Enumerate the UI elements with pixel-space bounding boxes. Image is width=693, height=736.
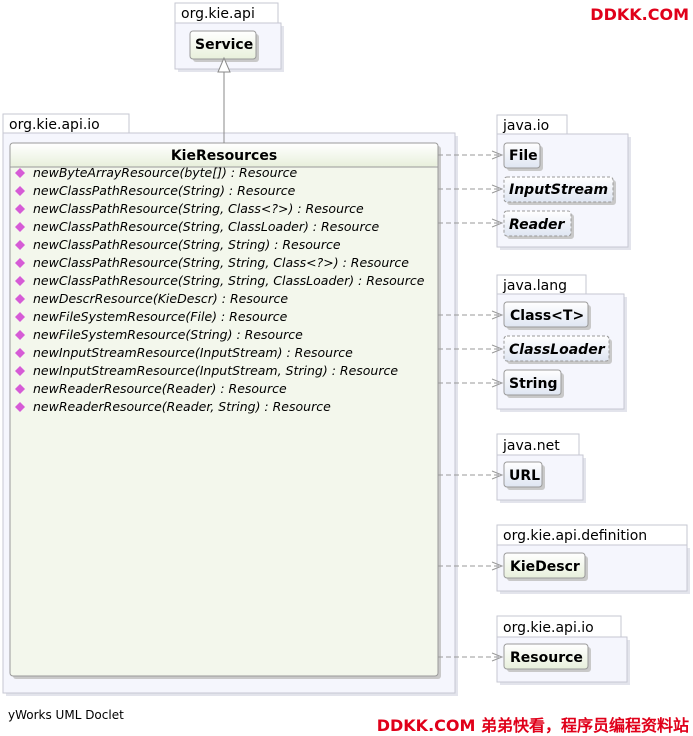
method-icon xyxy=(15,384,25,394)
package-org-kie-api-definition: org.kie.api.definition KieDescr xyxy=(496,524,690,594)
class-classloader[interactable]: ClassLoader xyxy=(503,335,612,364)
method-item[interactable]: newClassPathResource(String, String, Cla… xyxy=(33,273,425,288)
method-item[interactable]: newClassPathResource(String, String) : R… xyxy=(33,237,341,252)
method-item[interactable]: newInputStreamResource(InputStream) : Re… xyxy=(33,345,353,360)
package-label-org-kie-api: org.kie.api xyxy=(181,6,255,22)
method-item[interactable]: newClassPathResource(String) : Resource xyxy=(33,183,296,198)
method-icon xyxy=(15,258,25,268)
method-icon xyxy=(15,294,25,304)
method-item[interactable]: newReaderResource(Reader, String) : Reso… xyxy=(33,399,331,414)
generalization-edge xyxy=(217,56,231,143)
class-file[interactable]: File xyxy=(503,142,543,171)
method-icon xyxy=(15,240,25,250)
method-icon xyxy=(15,402,25,412)
method-item[interactable]: newClassPathResource(String, String, Cla… xyxy=(33,255,409,270)
method-icon xyxy=(15,348,25,358)
package-label-java-net: java.net xyxy=(502,438,560,454)
method-icon xyxy=(15,276,25,286)
class-kiedescr[interactable]: KieDescr xyxy=(503,552,588,581)
class-file-label: File xyxy=(509,148,538,164)
package-org-kie-api: org.kie.api Service xyxy=(174,2,284,72)
watermark-bottom: DDKK.COM 弟弟快看，程序员编程资料站 xyxy=(376,716,689,735)
class-service[interactable]: Service xyxy=(189,30,259,62)
package-label-java-io: java.io xyxy=(502,118,549,134)
method-item[interactable]: newInputStreamResource(InputStream, Stri… xyxy=(33,363,398,378)
class-reader-label: Reader xyxy=(509,217,566,233)
package-java-lang: java.lang Class<T> ClassLoader String xyxy=(496,274,627,412)
method-item[interactable]: newFileSystemResource(File) : Resource xyxy=(33,309,288,324)
package-org-kie-api-io-right: org.kie.api.io Resource xyxy=(496,615,630,685)
class-resource[interactable]: Resource xyxy=(503,643,591,672)
class-service-label: Service xyxy=(195,37,253,53)
method-icon xyxy=(15,366,25,376)
method-icon xyxy=(15,186,25,196)
method-item[interactable]: newClassPathResource(String, Class<?>) :… xyxy=(33,201,364,216)
class-inputstream[interactable]: InputStream xyxy=(503,176,616,205)
footer-label: yWorks UML Doclet xyxy=(8,708,124,722)
class-resource-label: Resource xyxy=(510,650,583,666)
package-label-org-kie-api-io-right: org.kie.api.io xyxy=(503,620,594,636)
method-list: newByteArrayResource(byte[]) : Resource n… xyxy=(15,165,425,414)
class-inputstream-label: InputStream xyxy=(509,182,608,198)
method-icon xyxy=(15,204,25,214)
class-reader[interactable]: Reader xyxy=(503,210,574,239)
class-string-label: String xyxy=(509,376,557,392)
package-java-net: java.net URL xyxy=(496,433,586,503)
class-kieresources-label: KieResources xyxy=(171,148,277,164)
method-item[interactable]: newDescrResource(KieDescr) : Resource xyxy=(33,291,288,306)
class-url-label: URL xyxy=(509,468,540,484)
method-item[interactable]: newFileSystemResource(String) : Resource xyxy=(33,327,303,342)
package-label-java-lang: java.lang xyxy=(502,278,567,294)
method-icon xyxy=(15,168,25,178)
class-kieresources[interactable]: KieResources newByteArrayResource(byte[]… xyxy=(9,142,441,679)
dependency-edges xyxy=(438,154,502,658)
method-item[interactable]: newClassPathResource(String, ClassLoader… xyxy=(33,219,379,234)
dependency-arrowheads xyxy=(491,150,504,662)
package-label-org-kie-api-definition: org.kie.api.definition xyxy=(503,528,647,544)
class-kiedescr-label: KieDescr xyxy=(510,559,580,575)
package-java-io: java.io File InputStream Reader xyxy=(496,114,631,250)
class-classloader-label: ClassLoader xyxy=(509,342,606,358)
method-item[interactable]: newByteArrayResource(byte[]) : Resource xyxy=(33,165,298,180)
package-label-org-kie-api-io: org.kie.api.io xyxy=(9,117,100,133)
class-string[interactable]: String xyxy=(503,369,564,398)
class-class-t-label: Class<T> xyxy=(510,308,584,324)
class-class-t[interactable]: Class<T> xyxy=(503,301,591,330)
method-icon xyxy=(15,222,25,232)
watermark-top: DDKK.COM xyxy=(590,5,689,24)
method-icon xyxy=(15,312,25,322)
method-icon xyxy=(15,330,25,340)
class-url[interactable]: URL xyxy=(503,461,545,490)
method-item[interactable]: newReaderResource(Reader) : Resource xyxy=(33,381,287,396)
